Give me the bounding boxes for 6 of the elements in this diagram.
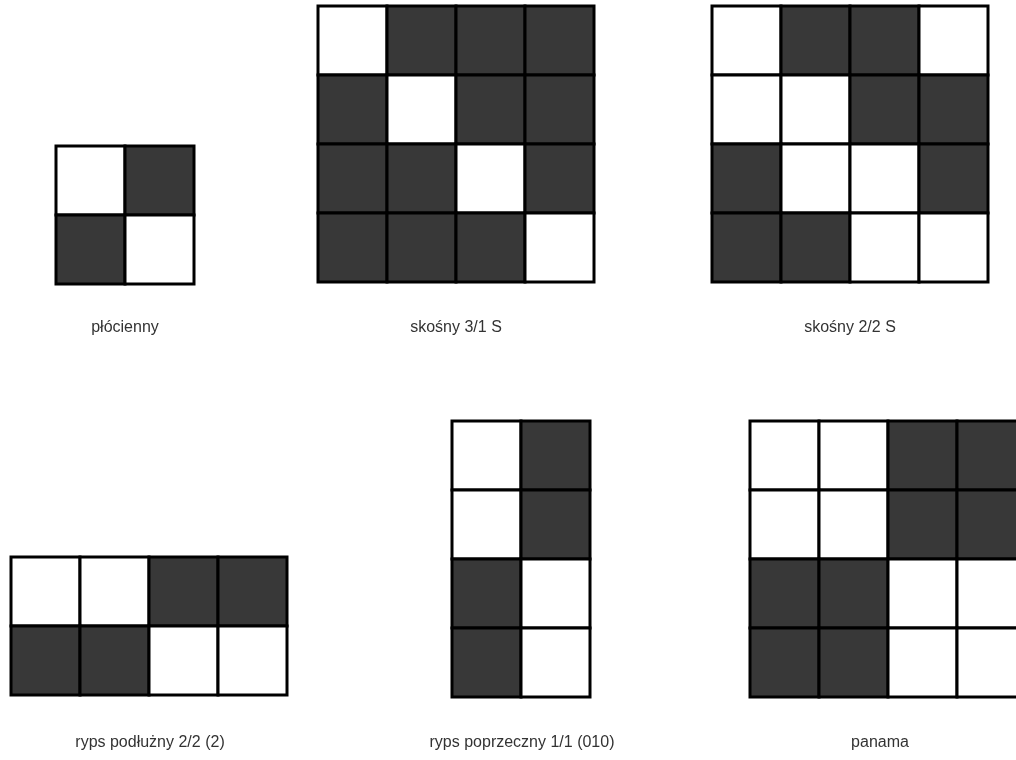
pattern-caption: skośny 3/1 S xyxy=(410,318,502,336)
pattern-caption: ryps podłużny 2/2 (2) xyxy=(75,733,225,751)
pattern-caption: płócienny xyxy=(91,318,159,336)
pattern-caption: panama xyxy=(851,733,909,751)
pattern-caption: skośny 2/2 S xyxy=(804,318,896,336)
pattern-caption: ryps poprzeczny 1/1 (010) xyxy=(429,733,615,751)
